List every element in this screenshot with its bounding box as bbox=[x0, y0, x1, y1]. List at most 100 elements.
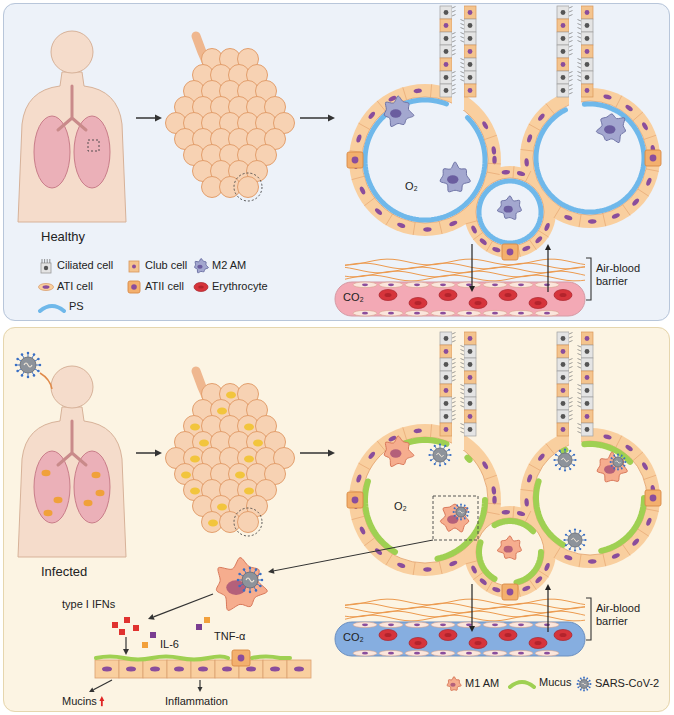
arrow bbox=[123, 649, 129, 655]
club-cell bbox=[464, 332, 476, 345]
virus bbox=[617, 469, 619, 471]
alveolus bbox=[585, 362, 590, 367]
arrow bbox=[136, 117, 155, 119]
alveolus bbox=[561, 62, 566, 67]
alveolus bbox=[645, 177, 652, 186]
arrow bbox=[268, 540, 433, 574]
alveolus bbox=[533, 101, 647, 215]
ciliated-cell bbox=[464, 384, 476, 397]
increase-arrow bbox=[99, 696, 104, 706]
alveolus bbox=[476, 518, 544, 586]
virus bbox=[434, 445, 436, 447]
alveolus bbox=[444, 36, 449, 41]
alveolus bbox=[588, 219, 597, 224]
club-cell bbox=[581, 84, 593, 97]
alveolus bbox=[461, 428, 465, 430]
alveolus bbox=[561, 23, 566, 28]
alveolus bbox=[352, 516, 365, 519]
arrow bbox=[471, 244, 472, 286]
alveolus bbox=[461, 37, 465, 39]
virus bbox=[16, 358, 19, 361]
legend-label: Club cell bbox=[145, 259, 187, 272]
alveolus bbox=[468, 401, 473, 406]
ciliated-cell bbox=[464, 397, 476, 410]
legend-item: Mucus bbox=[508, 676, 571, 689]
alveolus bbox=[569, 33, 573, 35]
gas-label: CO₂ bbox=[343, 291, 364, 304]
alveolus bbox=[452, 76, 456, 78]
alveolus bbox=[461, 406, 465, 408]
virus bbox=[20, 357, 36, 373]
virus bbox=[448, 449, 450, 451]
alveolus bbox=[352, 176, 365, 179]
alveolus bbox=[461, 346, 465, 348]
virus bbox=[21, 353, 24, 356]
virus bbox=[586, 677, 588, 679]
human-figure bbox=[15, 352, 126, 557]
alveolus bbox=[569, 85, 573, 87]
air-blood-barrier bbox=[466, 312, 472, 315]
alveolus bbox=[479, 237, 488, 246]
virus bbox=[584, 539, 586, 541]
alveolus bbox=[452, 376, 456, 378]
air-blood-barrier bbox=[445, 633, 452, 637]
alveolus bbox=[569, 337, 573, 339]
air-blood-barrier bbox=[353, 310, 377, 316]
air-blood-barrier bbox=[405, 650, 429, 656]
alveolus bbox=[585, 388, 590, 393]
virus bbox=[237, 579, 240, 582]
alveolus bbox=[585, 414, 590, 419]
alveolus bbox=[624, 444, 633, 453]
atii-cell bbox=[502, 244, 518, 260]
virus bbox=[24, 363, 32, 367]
alveolus bbox=[359, 186, 367, 195]
alveolus bbox=[638, 189, 649, 196]
alveolus bbox=[468, 375, 473, 380]
arrow bbox=[274, 540, 433, 571]
ciliated-cell bbox=[440, 397, 452, 410]
club-cell bbox=[581, 410, 593, 423]
alveolus bbox=[569, 7, 573, 9]
alveolus bbox=[569, 89, 573, 91]
air-blood-barrier bbox=[431, 310, 455, 316]
air-blood-barrier bbox=[353, 650, 377, 656]
alveolus bbox=[485, 475, 497, 479]
ciliated-cell bbox=[440, 358, 452, 371]
alveolus bbox=[461, 398, 465, 400]
virus bbox=[589, 686, 591, 688]
virus bbox=[569, 548, 571, 550]
legend-swatch bbox=[40, 306, 64, 311]
alveolus bbox=[569, 411, 573, 413]
alveolus bbox=[444, 362, 449, 367]
alveolus bbox=[561, 88, 566, 93]
virus bbox=[261, 579, 264, 582]
alveolus bbox=[561, 375, 566, 380]
club-cell bbox=[557, 423, 569, 436]
air-blood-barrier bbox=[535, 282, 559, 288]
outcome-label: Mucins bbox=[62, 695, 97, 708]
alveolus bbox=[578, 393, 582, 395]
alveolus bbox=[561, 349, 566, 354]
legend-icon bbox=[193, 258, 209, 274]
virus bbox=[574, 549, 576, 551]
legend-item: ATII cell bbox=[126, 279, 184, 295]
alveolus bbox=[539, 571, 549, 578]
air-blood-barrier bbox=[388, 312, 394, 315]
m2-macrophage bbox=[604, 125, 615, 133]
air-blood-barrier bbox=[362, 623, 368, 626]
virus bbox=[580, 680, 589, 689]
alveolus bbox=[481, 121, 489, 130]
alveolus bbox=[569, 37, 573, 39]
collagen-fiber bbox=[345, 615, 585, 621]
alveolus bbox=[529, 124, 540, 130]
collagen-fiber bbox=[345, 599, 585, 605]
virus bbox=[237, 567, 264, 594]
air-blood-barrier bbox=[379, 650, 403, 656]
alveolus bbox=[452, 402, 456, 404]
ciliated-cell bbox=[581, 71, 593, 84]
ciliated-cell bbox=[581, 345, 593, 358]
air-blood-barrier bbox=[405, 310, 429, 316]
virus bbox=[559, 468, 561, 470]
atii-cell bbox=[502, 584, 518, 600]
arrow bbox=[300, 450, 335, 457]
